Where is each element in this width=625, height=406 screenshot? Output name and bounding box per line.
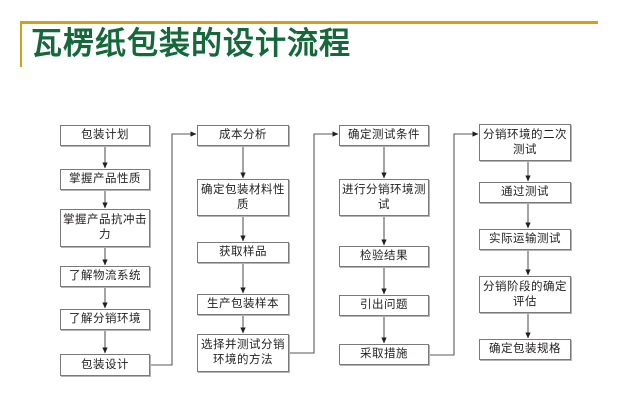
flow-node-c2n4[interactable]: 生产包装样本 bbox=[197, 294, 289, 315]
flow-node-label: 通过测试 bbox=[501, 186, 549, 198]
flow-node-label: 进行分销环境测试 bbox=[342, 183, 426, 211]
flow-node-c1n6[interactable]: 包装设计 bbox=[60, 354, 150, 376]
flow-node-label: 生产包装样本 bbox=[207, 298, 279, 310]
flow-node-c1n1[interactable]: 包装计划 bbox=[60, 125, 150, 146]
flow-node-label: 包装设计 bbox=[81, 358, 129, 371]
flow-node-label: 分销阶段的确定评估 bbox=[483, 280, 567, 308]
flow-node-label: 确定包装规格 bbox=[489, 343, 561, 355]
flow-node-label: 确定包装材料性质 bbox=[201, 183, 285, 211]
flow-node-label: 实际运输测试 bbox=[489, 233, 561, 245]
flow-node-c1n2[interactable]: 掌握产品性质 bbox=[60, 169, 150, 190]
flow-node-c3n5[interactable]: 采取措施 bbox=[339, 344, 429, 365]
flow-node-label: 了解分销环境 bbox=[69, 313, 141, 325]
flow-node-label: 分销环境的二次测试 bbox=[483, 128, 567, 156]
flow-node-c4n3[interactable]: 实际运输测试 bbox=[479, 229, 571, 250]
flow-node-label: 包装计划 bbox=[81, 129, 129, 141]
flow-node-c2n3[interactable]: 获取样品 bbox=[197, 242, 289, 263]
flow-node-c1n4[interactable]: 了解物流系统 bbox=[60, 266, 150, 287]
flow-node-label: 引出问题 bbox=[360, 299, 408, 311]
flow-node-c1n5[interactable]: 了解分销环境 bbox=[60, 309, 150, 330]
title-rule-horizontal bbox=[20, 21, 598, 24]
flow-node-c2n1[interactable]: 成本分析 bbox=[197, 125, 289, 146]
flow-node-c4n4[interactable]: 分销阶段的确定评估 bbox=[479, 276, 571, 313]
flow-node-c3n4[interactable]: 引出问题 bbox=[339, 295, 429, 316]
flow-node-label: 掌握产品性质 bbox=[69, 173, 141, 185]
flow-node-c4n2[interactable]: 通过测试 bbox=[479, 182, 571, 203]
flow-node-c3n2[interactable]: 进行分销环境测试 bbox=[339, 179, 429, 216]
flow-node-c3n1[interactable]: 确定测试条件 bbox=[339, 125, 429, 146]
flow-node-label: 选择并测试分销环境的方法 bbox=[201, 339, 285, 366]
flow-node-label: 掌握产品抗冲击力 bbox=[63, 214, 147, 241]
flow-node-c1n3[interactable]: 掌握产品抗冲击力 bbox=[60, 209, 150, 247]
flow-node-c4n5[interactable]: 确定包装规格 bbox=[479, 339, 571, 360]
flow-node-c4n1[interactable]: 分销环境的二次测试 bbox=[479, 124, 571, 161]
flow-node-label: 成本分析 bbox=[219, 129, 267, 141]
flow-node-c2n5[interactable]: 选择并测试分销环境的方法 bbox=[197, 334, 289, 372]
flow-node-c2n2[interactable]: 确定包装材料性质 bbox=[197, 179, 289, 216]
flow-node-label: 确定测试条件 bbox=[348, 129, 420, 141]
page-title: 瓦楞纸包装的设计流程 bbox=[31, 26, 351, 61]
flow-node-label: 检验结果 bbox=[360, 250, 408, 262]
title-rule-vertical bbox=[20, 21, 22, 67]
flow-node-label: 采取措施 bbox=[360, 348, 408, 360]
flow-node-label: 获取样品 bbox=[219, 246, 267, 258]
flow-node-c3n3[interactable]: 检验结果 bbox=[339, 246, 429, 267]
flow-node-label: 了解物流系统 bbox=[69, 270, 141, 282]
